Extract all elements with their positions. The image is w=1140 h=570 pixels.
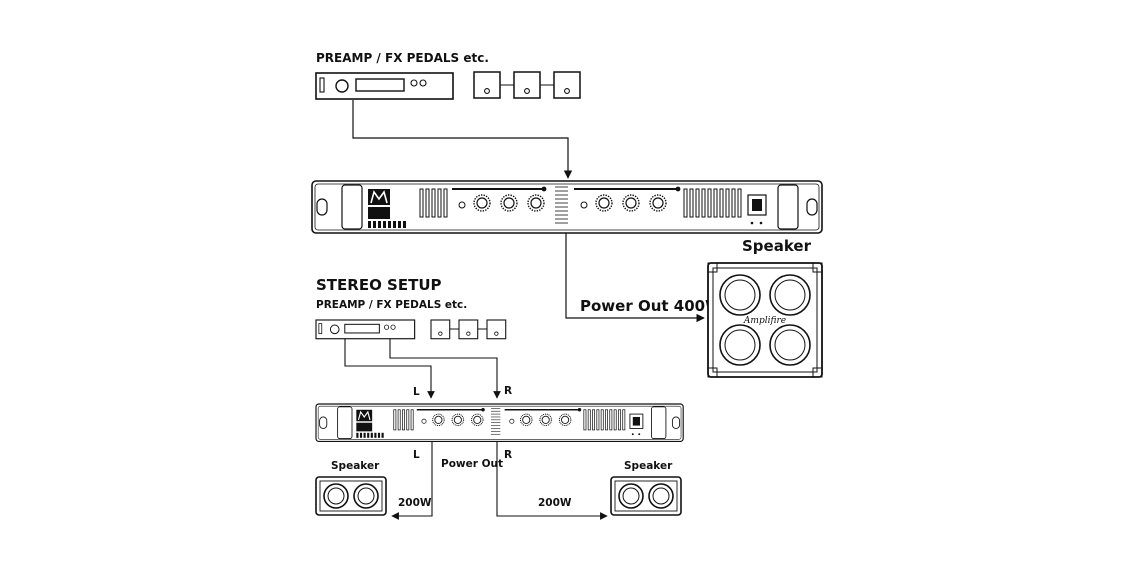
stereo-right-watt-label: 200W [538,497,572,509]
stereo-preamp-label: PREAMP / FX PEDALS etc. [316,299,467,311]
top-output-arrow [565,233,705,323]
cab-brand-logo: Amplifire [743,316,786,326]
top-power-out-label: Power Out 400W [580,297,722,315]
stereo-left-speaker-label: Speaker [331,460,380,472]
stereo-right-in-label: R [504,385,512,397]
top-preamp-icon [315,72,454,100]
top-input-arrow [352,100,573,179]
pedal-icon [430,319,451,340]
stereo-right-speaker-label: Speaker [624,460,673,472]
stereo-right-input-arrow [389,339,501,399]
stereo-left-watt-label: 200W [398,497,432,509]
pedal-icon [486,319,507,340]
stereo-left-in-label: L [413,386,420,398]
top-pedal-chain [473,71,581,99]
stereo-left-input-arrow [344,339,435,399]
stereo-right-output-arrow [496,442,608,520]
stereo-power-amp-icon [315,403,684,443]
stereo-preamp-icon [315,319,416,340]
stereo-left-speaker-cabinet-icon [315,476,387,516]
top-power-amp-icon [311,180,823,234]
stereo-right-speaker-cabinet-icon [610,476,682,516]
stereo-power-out-label: Power Out [441,458,503,470]
pedal-icon [553,71,581,99]
stereo-right-out-label: R [504,449,512,461]
stereo-pedal-chain [430,319,507,340]
pedal-icon [513,71,541,99]
stereo-left-out-label: L [413,449,420,461]
pedal-icon [473,71,501,99]
top-speaker-label: Speaker [742,237,812,255]
top-preamp-label: PREAMP / FX PEDALS etc. [316,51,489,65]
stereo-left-output-arrow [391,442,433,520]
pedal-icon [458,319,479,340]
stereo-setup-title: STEREO SETUP [316,276,442,294]
